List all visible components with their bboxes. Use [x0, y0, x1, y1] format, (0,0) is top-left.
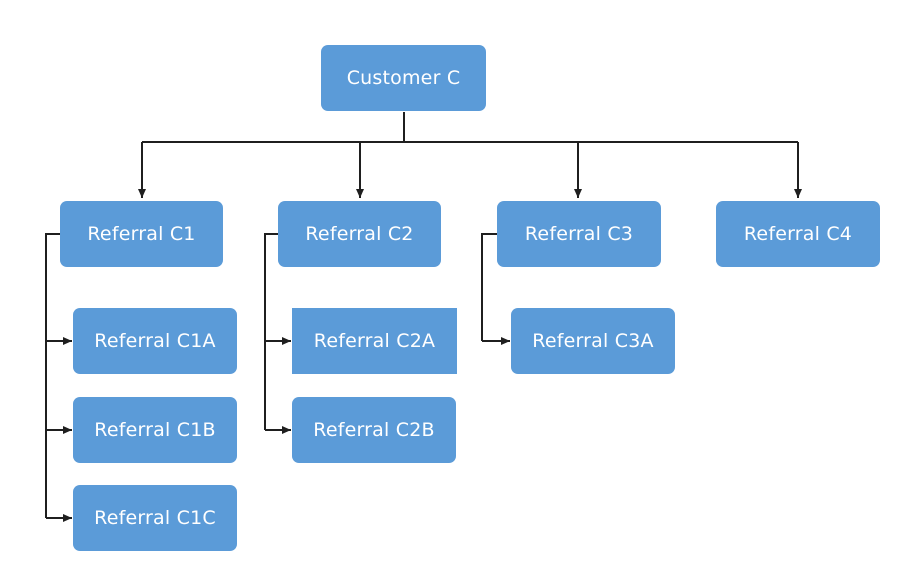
node-referral-c3: Referral C3 [497, 201, 661, 267]
node-referral-c4: Referral C4 [716, 201, 880, 267]
spine-referral-c3 [481, 233, 497, 341]
node-referral-c2b: Referral C2B [292, 397, 456, 463]
node-referral-c1b: Referral C1B [73, 397, 237, 463]
node-referral-c1c: Referral C1C [73, 485, 237, 551]
node-referral-c1a: Referral C1A [73, 308, 237, 374]
node-referral-c2: Referral C2 [278, 201, 441, 267]
node-referral-c3a: Referral C3A [511, 308, 675, 374]
node-referral-c2a: Referral C2A [292, 308, 457, 374]
node-referral-c1: Referral C1 [60, 201, 223, 267]
spine-referral-c1 [45, 233, 60, 518]
node-customer-c: Customer C [321, 45, 486, 111]
spine-referral-c2 [264, 233, 278, 430]
